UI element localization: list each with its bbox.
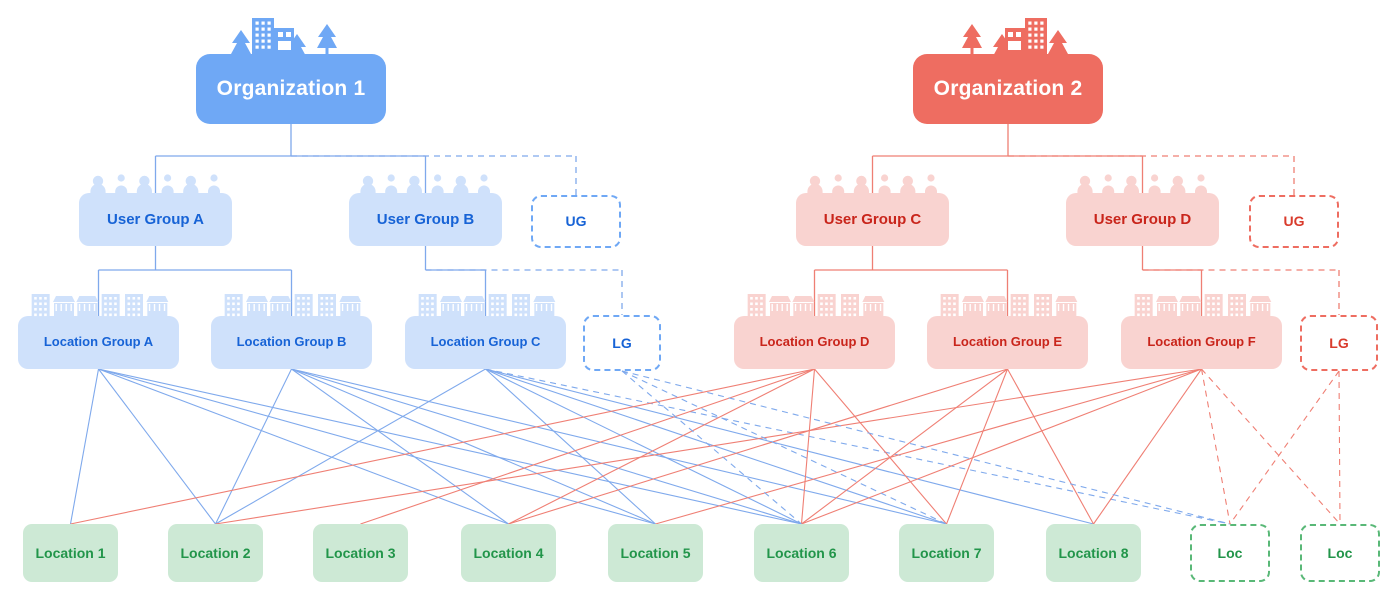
edge-line — [215, 368, 292, 525]
node-lgf[interactable]: Location Group F — [1121, 316, 1282, 369]
edge-line — [1093, 368, 1202, 525]
edge-line — [485, 368, 947, 525]
edge-line — [98, 368, 656, 525]
node-label: Location Group F — [1147, 334, 1256, 350]
edge-line — [291, 368, 802, 525]
node-loc7[interactable]: Location 7 — [899, 524, 994, 582]
edge-line — [485, 368, 1231, 525]
node-label: UG — [1283, 213, 1305, 230]
node-label: Location 3 — [325, 544, 396, 561]
node-label: Organization 1 — [216, 76, 366, 100]
edge-line — [508, 368, 815, 525]
edge-line — [98, 368, 509, 525]
edge-line — [801, 368, 1202, 525]
edge-line — [485, 368, 802, 525]
node-ugd[interactable]: User Group D — [1066, 193, 1219, 246]
node-lg-ghost-1[interactable]: LG — [583, 315, 661, 371]
node-loc8[interactable]: Location 8 — [1046, 524, 1141, 582]
edge-line — [485, 368, 1094, 525]
node-label: UG — [565, 213, 587, 230]
node-label: Loc — [1327, 544, 1353, 561]
edge-line — [360, 368, 815, 525]
node-org1[interactable]: Organization 1 — [196, 54, 386, 124]
edge-line — [291, 368, 947, 525]
city-skyline-trees-icon — [962, 18, 1068, 76]
node-loc3[interactable]: Location 3 — [313, 524, 408, 582]
edge-line — [98, 368, 802, 525]
node-label: Loc — [1217, 544, 1243, 561]
node-ug-ghost-1[interactable]: UG — [531, 195, 621, 248]
node-label: Location 5 — [620, 544, 691, 561]
node-org2[interactable]: Organization 2 — [913, 54, 1103, 124]
node-label: User Group B — [376, 210, 475, 228]
node-label: Location 8 — [1058, 544, 1129, 561]
node-label: Location 6 — [766, 544, 837, 561]
node-lge[interactable]: Location Group E — [927, 316, 1088, 369]
edge-line — [215, 368, 1202, 525]
edge-line — [1200, 368, 1231, 525]
node-lgb[interactable]: Location Group B — [211, 316, 372, 369]
edge-line — [801, 368, 1008, 525]
edge-line — [800, 368, 816, 525]
node-label: User Group D — [1093, 210, 1192, 228]
node-label: User Group C — [823, 210, 922, 228]
node-label: User Group A — [107, 210, 204, 228]
edge-line — [655, 368, 1202, 525]
edge-line — [508, 368, 1008, 525]
edge-line — [291, 368, 509, 525]
node-ugc[interactable]: User Group C — [796, 193, 949, 246]
edge-line — [1007, 368, 1094, 525]
edge-line — [98, 368, 216, 525]
node-label: Location 4 — [473, 544, 544, 561]
edge-line — [621, 370, 802, 525]
node-uga[interactable]: User Group A — [79, 193, 232, 246]
node-ugb[interactable]: User Group B — [349, 193, 502, 246]
node-lg-ghost-2[interactable]: LG — [1300, 315, 1378, 371]
edge-line — [485, 368, 656, 525]
node-lgc[interactable]: Location Group C — [405, 316, 566, 369]
edge-line — [945, 368, 1009, 525]
edge-line — [69, 368, 100, 525]
node-label: Location Group B — [236, 334, 347, 350]
edge-line — [291, 368, 656, 525]
edge-line — [1201, 368, 1341, 525]
node-loc4[interactable]: Location 4 — [461, 524, 556, 582]
node-label: Location Group A — [43, 334, 154, 350]
node-label: Organization 2 — [933, 76, 1083, 100]
city-skyline-trees-icon — [231, 18, 337, 76]
node-loc2[interactable]: Location 2 — [168, 524, 263, 582]
edge-line — [215, 368, 486, 525]
edge-line — [1229, 370, 1340, 525]
node-label: Location Group C — [430, 334, 541, 350]
node-lga[interactable]: Location Group A — [18, 316, 179, 369]
edge-line — [70, 368, 815, 525]
node-label: Location 1 — [35, 544, 106, 561]
node-label: Location 2 — [180, 544, 251, 561]
node-loc-ghost-2[interactable]: Loc — [1300, 524, 1380, 582]
edge-line — [621, 370, 1231, 525]
node-loc5[interactable]: Location 5 — [608, 524, 703, 582]
node-label: LG — [1329, 334, 1349, 351]
node-loc6[interactable]: Location 6 — [754, 524, 849, 582]
node-label: Location Group D — [759, 334, 870, 350]
node-ug-ghost-2[interactable]: UG — [1249, 195, 1339, 248]
edge-line — [621, 370, 947, 525]
node-label: LG — [612, 334, 632, 351]
node-label: Location 7 — [911, 544, 982, 561]
node-label: Location Group E — [952, 334, 1063, 350]
edge-line — [1338, 370, 1341, 525]
node-lgd[interactable]: Location Group D — [734, 316, 895, 369]
node-loc1[interactable]: Location 1 — [23, 524, 118, 582]
node-loc-ghost-1[interactable]: Loc — [1190, 524, 1270, 582]
edge-line — [814, 368, 947, 525]
